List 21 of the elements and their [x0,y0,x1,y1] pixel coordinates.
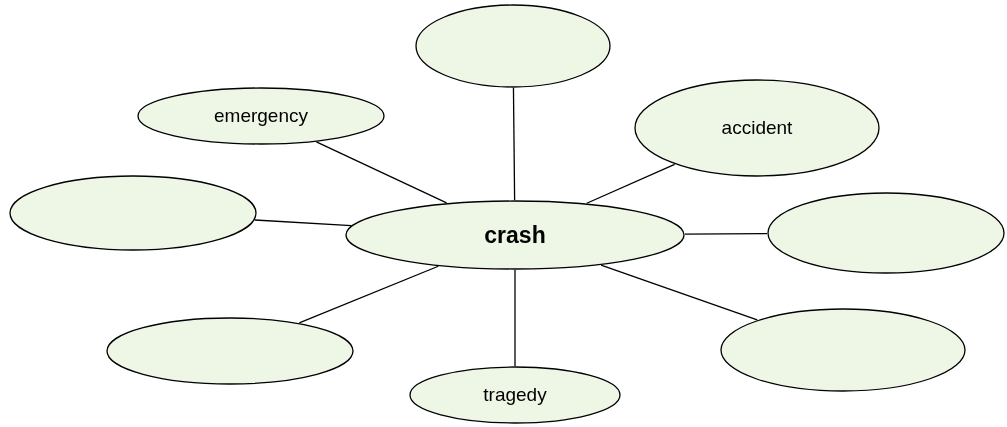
connector-line [600,264,758,321]
empty-ellipse [767,192,1005,274]
node-label: crash [484,221,546,249]
ellipse-node [345,200,685,270]
ellipse-node [634,79,880,177]
ellipse-node [409,366,621,424]
ellipse-node [137,87,385,145]
connector-line [586,163,676,204]
empty-ellipse [106,317,354,385]
node-label: tragedy [483,384,547,406]
empty-ellipse [720,308,966,392]
connector-line [315,141,448,204]
node-label: emergency [214,105,308,127]
connector-line [254,219,352,227]
connector-line [684,233,768,235]
connector-line [512,87,516,201]
connector-line [514,269,516,367]
empty-ellipse [9,175,257,251]
node-label: accident [721,117,793,139]
connector-line [298,265,439,324]
empty-ellipse [415,4,611,88]
